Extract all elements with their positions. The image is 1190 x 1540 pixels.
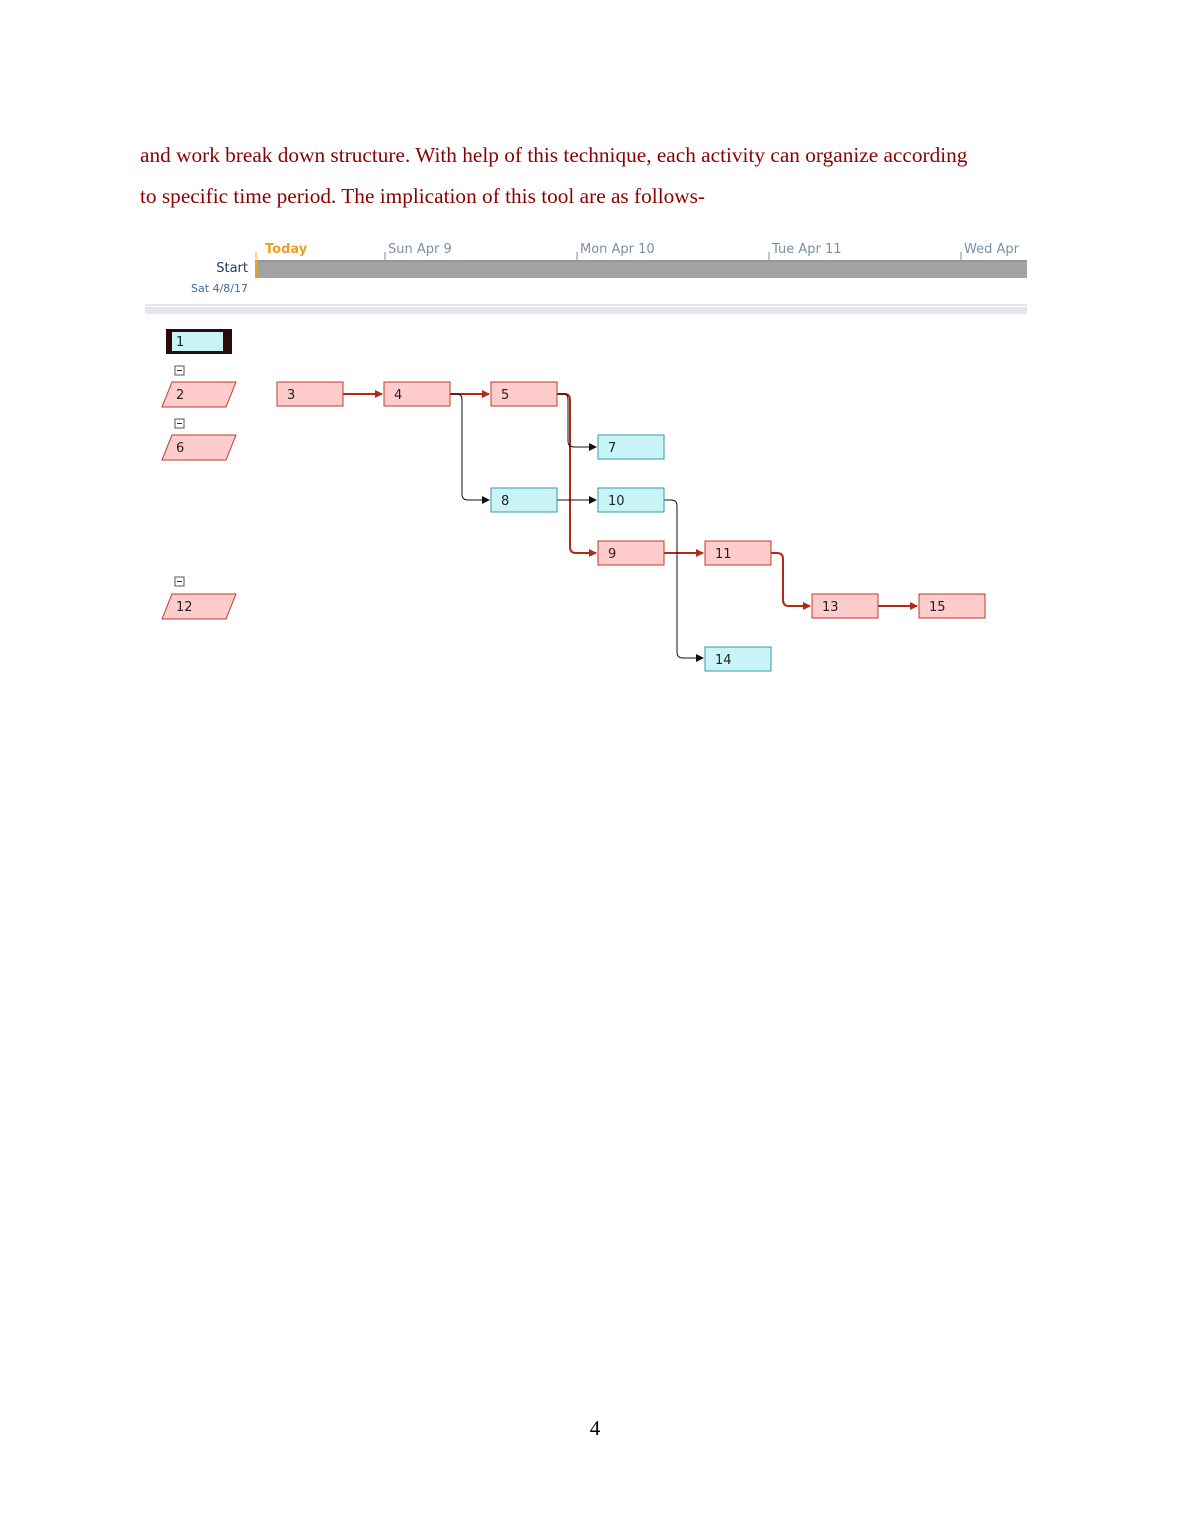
- summary-node-2[interactable]: 2: [161, 381, 237, 408]
- task-node-4-label: 4: [394, 388, 402, 403]
- task-node-8-label: 8: [501, 494, 509, 509]
- collapse-toggle[interactable]: [174, 418, 185, 429]
- date-label: Mon Apr 10: [580, 242, 655, 257]
- task-node-3[interactable]: 3: [276, 381, 344, 407]
- date-label: Tue Apr 11: [771, 242, 842, 257]
- task-node-10-label: 10: [608, 494, 625, 509]
- task-node-11-box: [704, 540, 772, 566]
- timeline: Today Sun Apr 9 Mon Apr 10 Tue Apr 11 We…: [145, 242, 1027, 314]
- summary-node-12[interactable]: 12: [161, 593, 237, 620]
- task-node-3-label: 3: [287, 388, 295, 403]
- task-node-9-box: [597, 540, 665, 566]
- collapse-toggle[interactable]: [174, 365, 185, 376]
- task-node-5[interactable]: 5: [490, 381, 558, 407]
- date-label: Wed Apr: [964, 242, 1020, 257]
- critical-link: [557, 393, 597, 557]
- summary-node-6-label: 6: [176, 441, 184, 456]
- network-diagram: Today Sun Apr 9 Mon Apr 10 Tue Apr 11 We…: [145, 242, 1027, 672]
- start-label: Start: [216, 261, 248, 276]
- task-node-15[interactable]: 15: [918, 593, 986, 619]
- task-node-10-box: [597, 487, 665, 513]
- summary-node-2-shape: [161, 381, 237, 408]
- task-node-14-box: [704, 646, 772, 672]
- task-node-7[interactable]: 7: [597, 434, 665, 460]
- task-node-9[interactable]: 9: [597, 540, 665, 566]
- start-date: Sat 4/8/17: [191, 282, 248, 295]
- task-link: [557, 393, 597, 451]
- task-link: [664, 499, 704, 662]
- task-node-4-box: [383, 381, 451, 407]
- summary-node-6-shape: [161, 434, 237, 461]
- task-node-15-label: 15: [929, 600, 946, 615]
- task-node-11[interactable]: 11: [704, 540, 772, 566]
- task-node-13[interactable]: 13: [811, 593, 879, 619]
- task-node-10[interactable]: 10: [597, 487, 665, 513]
- summary-node-12-shape: [161, 593, 237, 620]
- task-node-1-label: 1: [176, 335, 184, 350]
- task-node-15-box: [918, 593, 986, 619]
- task-node-9-label: 9: [608, 547, 616, 562]
- task-node-13-label: 13: [822, 600, 839, 615]
- task-node-5-label: 5: [501, 388, 509, 403]
- task-node-7-box: [597, 434, 665, 460]
- timeline-bar: [255, 260, 1027, 278]
- collapse-toggle[interactable]: [174, 576, 185, 587]
- body-paragraph: and work break down structure. With help…: [140, 135, 1070, 217]
- task-node-3-box: [276, 381, 344, 407]
- task-node-1[interactable]: 1: [166, 329, 232, 354]
- network-links: [343, 390, 918, 662]
- today-label: Today: [265, 242, 308, 257]
- summary-node-12-label: 12: [176, 600, 193, 615]
- task-node-5-box: [490, 381, 558, 407]
- critical-link: [771, 552, 811, 610]
- timeline-divider-band: [145, 307, 1027, 312]
- task-node-13-box: [811, 593, 879, 619]
- task-node-8-box: [490, 487, 558, 513]
- date-label: Sun Apr 9: [388, 242, 452, 257]
- summary-node-2-label: 2: [176, 388, 184, 403]
- task-node-14[interactable]: 14: [704, 646, 772, 672]
- paragraph-line-1: and work break down structure. With help…: [140, 143, 968, 167]
- task-link: [450, 393, 490, 504]
- paragraph-line-2: to specific time period. The implication…: [140, 184, 706, 208]
- task-node-14-label: 14: [715, 653, 732, 668]
- task-node-4[interactable]: 4: [383, 381, 451, 407]
- task-node-11-label: 11: [715, 547, 732, 562]
- task-node-8[interactable]: 8: [490, 487, 558, 513]
- task-node-7-label: 7: [608, 441, 616, 456]
- page-number: 4: [589, 1416, 601, 1440]
- summary-node-6[interactable]: 6: [161, 434, 237, 461]
- task-node-1-body: [172, 332, 223, 351]
